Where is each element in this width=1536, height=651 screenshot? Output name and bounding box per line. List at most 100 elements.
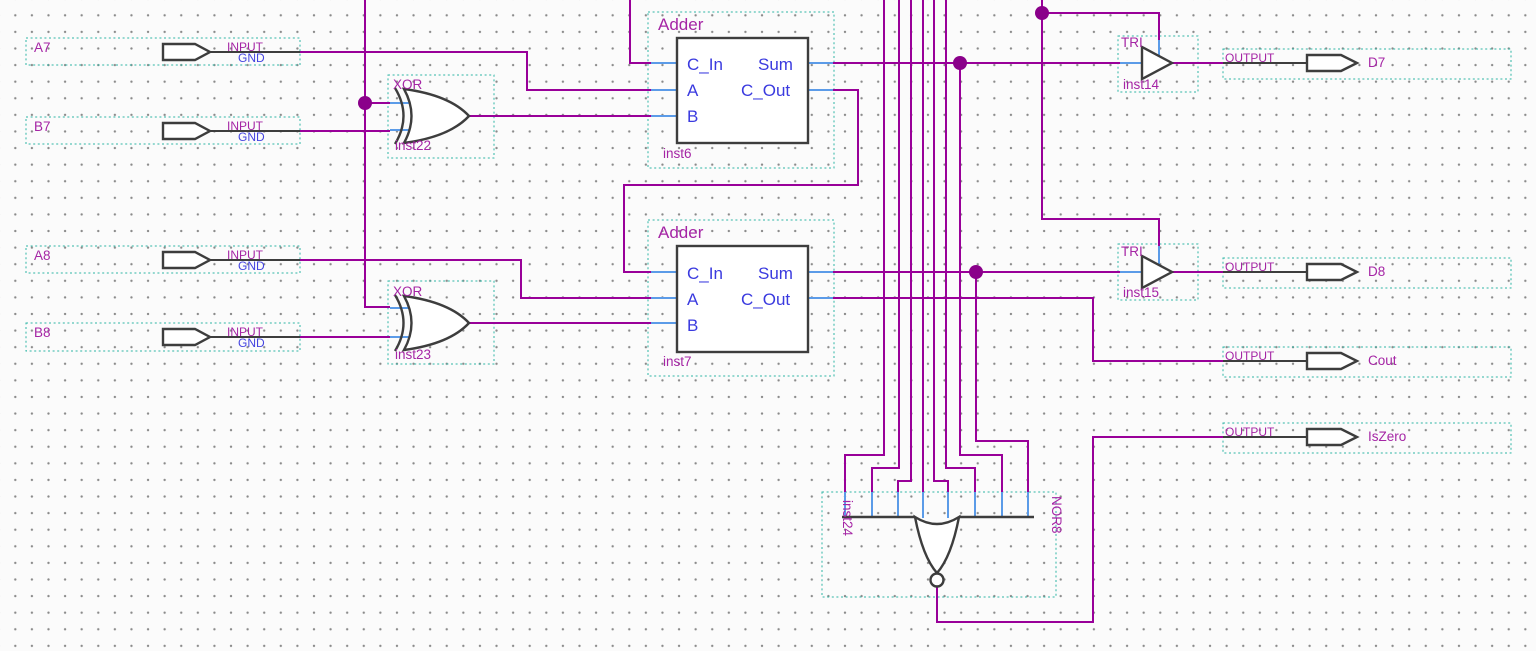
xor-back-arc bbox=[393, 87, 405, 145]
output-label: D7 bbox=[1368, 55, 1385, 70]
selection-box-input-a8 bbox=[25, 245, 301, 274]
wire-carry-in-adder6[interactable] bbox=[629, 0, 651, 64]
selection-box-nor8-inst24 bbox=[821, 491, 1057, 598]
adder-body[interactable] bbox=[675, 244, 810, 354]
tri-instance-label: inst14 bbox=[1123, 77, 1160, 92]
port-b: B bbox=[687, 107, 698, 126]
output-label: Cout bbox=[1368, 353, 1397, 368]
output-pin-icon[interactable] bbox=[1305, 351, 1360, 371]
input-label: B8 bbox=[34, 325, 51, 340]
tri14-stubs bbox=[1120, 40, 1160, 64]
wire-bus-d5-to-nor8[interactable] bbox=[933, 0, 949, 492]
tri-buffer-icon[interactable] bbox=[1140, 254, 1175, 290]
output-pin-iszero[interactable]: OUTPUT IsZero bbox=[1223, 425, 1406, 447]
wire-a7-to-adder6-a[interactable] bbox=[300, 51, 651, 91]
selection-box-input-a7 bbox=[25, 37, 301, 66]
input-gnd-text: GND bbox=[238, 259, 265, 273]
input-pin-text: INPUT bbox=[227, 40, 264, 54]
input-gnd-text: GND bbox=[238, 336, 265, 350]
output-pin-icon[interactable] bbox=[1305, 53, 1360, 73]
port-sum: Sum bbox=[758, 264, 793, 283]
wire-enable-to-tri15[interactable] bbox=[1041, 0, 1160, 246]
port-c-out: C_Out bbox=[741, 290, 790, 309]
wire-adder7-cout-to-cout-pin[interactable] bbox=[833, 297, 1223, 362]
input-gnd-text: GND bbox=[238, 51, 265, 65]
output-pin-text: OUTPUT bbox=[1225, 425, 1275, 439]
tri15-stubs bbox=[1120, 246, 1160, 273]
wire-bus-d2-to-nor8[interactable] bbox=[871, 0, 900, 492]
wire-a8-to-adder7-a[interactable] bbox=[300, 259, 651, 299]
input-label: B7 bbox=[34, 119, 51, 134]
nor8-gate-icon[interactable] bbox=[913, 514, 961, 575]
input-pin-icon[interactable] bbox=[161, 327, 213, 347]
tri-instance-label: inst15 bbox=[1123, 285, 1159, 300]
nor8-gate-inst24[interactable]: inst24 NOR8 bbox=[840, 496, 1064, 588]
port-c-in: C_In bbox=[687, 264, 723, 283]
output-label: D8 bbox=[1368, 264, 1385, 279]
input-gnd-text: GND bbox=[238, 130, 265, 144]
input-pin-a8[interactable]: A8 INPUT GND bbox=[34, 248, 300, 273]
input-pin-b7[interactable]: B7 INPUT GND bbox=[34, 119, 300, 144]
output-pin-d8[interactable]: OUTPUT D8 bbox=[1223, 260, 1385, 282]
adder7-port-stubs bbox=[651, 271, 833, 324]
xor-back-arc bbox=[393, 294, 405, 352]
adder-title: Adder bbox=[658, 223, 704, 242]
input-label: A7 bbox=[34, 40, 51, 55]
input-pin-icon[interactable] bbox=[161, 121, 213, 141]
wire-bus-d3-to-nor8[interactable] bbox=[897, 0, 912, 492]
tri-buffer-icon[interactable] bbox=[1140, 45, 1175, 81]
xor-gate-inst23[interactable]: XOR inst23 bbox=[393, 284, 471, 362]
adder-block-inst6[interactable]: Adder inst6 C_In A B Sum C_Out bbox=[658, 15, 810, 161]
input-pin-b8[interactable]: B8 INPUT GND bbox=[34, 325, 300, 350]
port-c-out: C_Out bbox=[741, 81, 790, 100]
input-pin-text: INPUT bbox=[227, 325, 264, 339]
wire-bus-d1-to-nor8[interactable] bbox=[844, 0, 885, 492]
xor-instance-label: inst22 bbox=[395, 138, 431, 153]
xor-gate-icon[interactable] bbox=[401, 87, 471, 145]
tri-type-label: TRI bbox=[1121, 35, 1143, 50]
output-pin-text: OUTPUT bbox=[1225, 260, 1275, 274]
tri-type-label: TRI bbox=[1121, 244, 1143, 259]
wire-enable-to-tri14[interactable] bbox=[1042, 12, 1160, 40]
output-pin-icon[interactable] bbox=[1305, 262, 1360, 282]
port-a: A bbox=[687, 290, 699, 309]
wire-sum8drop-to-nor8[interactable] bbox=[975, 272, 1029, 492]
junction-dot-sum7 bbox=[953, 56, 967, 70]
junction-dot-control bbox=[358, 96, 372, 110]
wire-nor8-out-to-iszero[interactable] bbox=[936, 436, 1223, 623]
input-pin-a7[interactable]: A7 INPUT GND bbox=[34, 40, 300, 65]
nor8-bubble-icon bbox=[929, 572, 945, 588]
tri-buffer-inst15[interactable]: TRI inst15 bbox=[1121, 244, 1175, 300]
xor-type-label: XOR bbox=[393, 77, 423, 92]
adder-block-inst7[interactable]: Adder inst7 C_In A B Sum C_Out bbox=[658, 223, 810, 369]
adder-body[interactable] bbox=[675, 36, 810, 145]
nor8-instance-label: inst24 bbox=[840, 500, 855, 537]
tri-buffer-inst14[interactable]: TRI inst14 bbox=[1121, 35, 1175, 92]
xor-instance-label: inst23 bbox=[395, 347, 431, 362]
xor-type-label: XOR bbox=[393, 284, 423, 299]
junction-dot-sum8 bbox=[969, 265, 983, 279]
junction-dot-enable bbox=[1035, 6, 1049, 20]
input-pin-icon[interactable] bbox=[161, 42, 213, 62]
nor8-input-stubs bbox=[844, 492, 1029, 518]
wire-sum7drop-to-nor8[interactable] bbox=[959, 63, 1003, 492]
nor8-type-label: NOR8 bbox=[1049, 496, 1064, 534]
adder-title: Adder bbox=[658, 15, 704, 34]
wire-adder6-cout-to-adder7-cin[interactable] bbox=[623, 89, 859, 273]
port-sum: Sum bbox=[758, 55, 793, 74]
selection-box-input-b8 bbox=[25, 322, 301, 352]
wire-bus-d6-to-nor8[interactable] bbox=[945, 0, 976, 492]
input-label: A8 bbox=[34, 248, 51, 263]
adder-instance-label: inst7 bbox=[663, 354, 692, 369]
xor23-input-stubs bbox=[390, 307, 409, 338]
output-pin-text: OUTPUT bbox=[1225, 51, 1275, 65]
input-pin-icon[interactable] bbox=[161, 250, 213, 270]
output-pin-cout[interactable]: OUTPUT Cout bbox=[1223, 349, 1397, 371]
xor-gate-inst22[interactable]: XOR inst22 bbox=[393, 77, 471, 153]
xor-gate-icon[interactable] bbox=[401, 294, 471, 352]
output-pin-d7[interactable]: OUTPUT D7 bbox=[1223, 51, 1385, 73]
output-pin-icon[interactable] bbox=[1305, 427, 1360, 447]
selection-box-input-b7 bbox=[25, 116, 301, 145]
port-c-in: C_In bbox=[687, 55, 723, 74]
